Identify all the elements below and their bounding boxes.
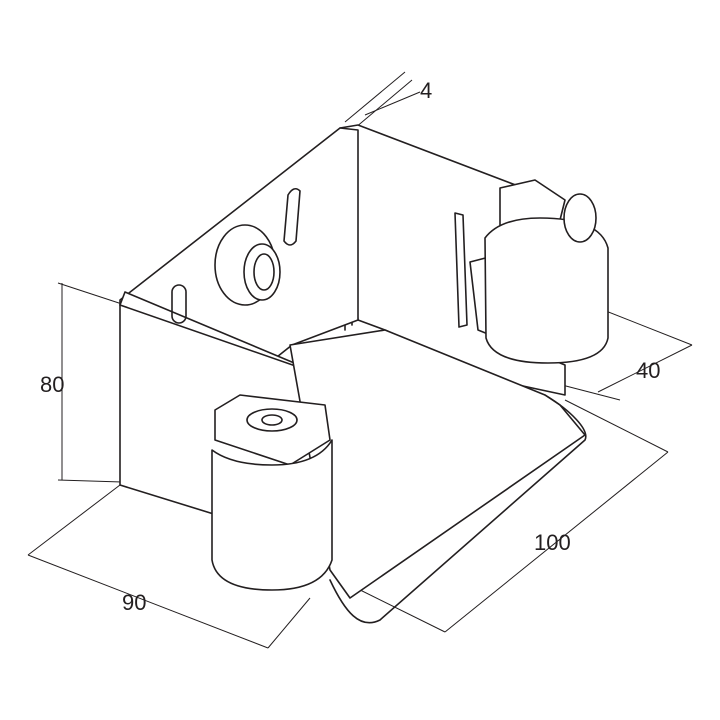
width-dimension-label: 90 (122, 590, 147, 615)
length-dimension-label: 100 (534, 530, 571, 555)
roller-height-dimension-label: 40 (636, 358, 661, 383)
height-dimension-label: 80 (40, 372, 65, 397)
thickness-dimension-label: 4 (420, 78, 433, 103)
bracket-body (119, 124, 609, 624)
